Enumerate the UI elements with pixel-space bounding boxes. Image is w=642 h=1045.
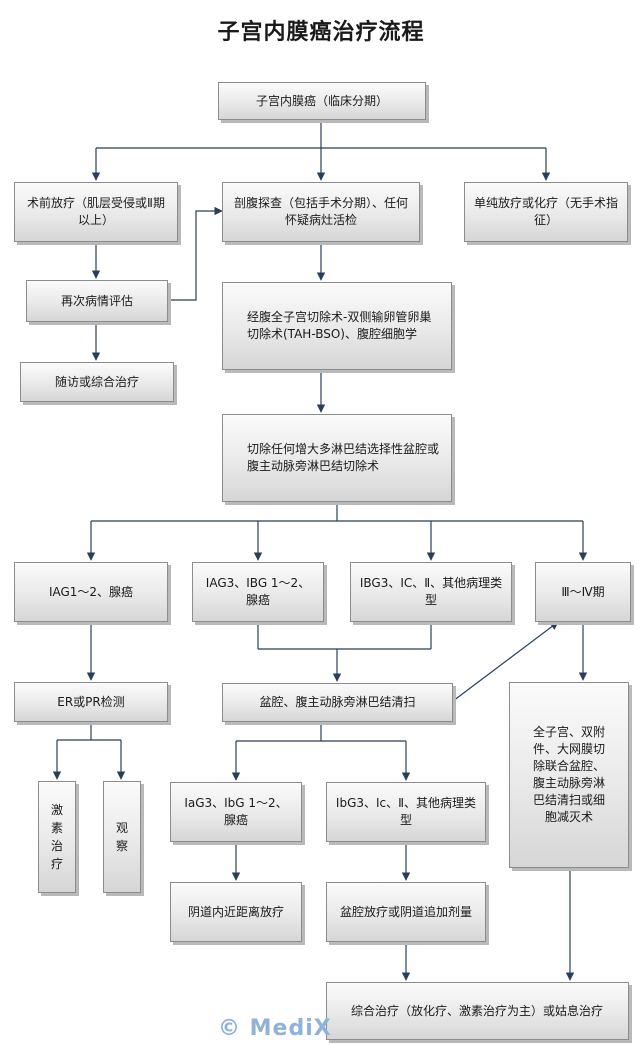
node-lymphadenectomy: 切除任何增大多淋巴结选择性盆腔或腹主动脉旁淋巴结切除术 xyxy=(222,414,452,502)
node-pelvic-lymph-dissection: 盆腔、腹主动脉旁淋巴结清扫 xyxy=(222,683,453,722)
watermark: © MediX xyxy=(218,1016,332,1041)
node-observe: 观察 xyxy=(103,781,141,893)
node-pelvic-radiotherapy: 盆腔放疗或阴道追加剂量 xyxy=(326,882,486,942)
node-reassess: 再次病情评估 xyxy=(26,280,168,322)
node-debulking: 全子宫、双附件、大网膜切除联合盆腔、腹主动脉旁淋巴结清扫或细胞减灭术 xyxy=(509,682,629,868)
hormone-therapy-label: 激素治疗 xyxy=(50,803,63,871)
node-stage-iag3-b: ⅠaG3、ⅠbG 1～2、腺癌 xyxy=(170,782,302,842)
node-stage-iag3: ⅠAG3、ⅠBG 1～2、腺癌 xyxy=(192,562,324,622)
node-stage-ibg3-b: ⅠbG3、Ⅰc、Ⅱ、其他病理类型 xyxy=(326,782,486,842)
node-laparotomy: 剖腹探查（包括手术分期）、任何怀疑病灶活检 xyxy=(222,182,420,242)
node-preop-radiotherapy: 术前放疗（肌层受侵或Ⅱ期以上） xyxy=(14,182,178,242)
node-combined-therapy: 综合治疗（放化疗、激素治疗为主）或姑息治疗 xyxy=(326,982,629,1040)
node-root: 子宫内膜癌（临床分期） xyxy=(218,82,426,120)
node-er-pr-test: ER或PR检测 xyxy=(14,682,168,722)
diagram-title: 子宫内膜癌治疗流程 xyxy=(217,20,425,45)
node-hormone-therapy: 激素治疗 xyxy=(38,781,76,893)
node-followup: 随访或综合治疗 xyxy=(20,362,174,402)
node-tah-bso: 经腹全子宫切除术-双侧输卵管卵巢切除术(TAH-BSO)、腹腔细胞学 xyxy=(222,282,452,370)
node-stage-ibg3: ⅠBG3、ⅠC、Ⅱ、其他病理类型 xyxy=(350,562,512,622)
node-vaginal-brachytherapy: 阴道内近距离放疗 xyxy=(170,882,302,942)
node-stage-iii-iv: Ⅲ～Ⅳ期 xyxy=(535,562,631,622)
node-radio-only: 单纯放疗或化疗（无手术指征） xyxy=(464,182,628,242)
node-stage-ia: ⅠAG1～2、腺癌 xyxy=(14,562,168,622)
observe-label: 观察 xyxy=(115,821,128,853)
